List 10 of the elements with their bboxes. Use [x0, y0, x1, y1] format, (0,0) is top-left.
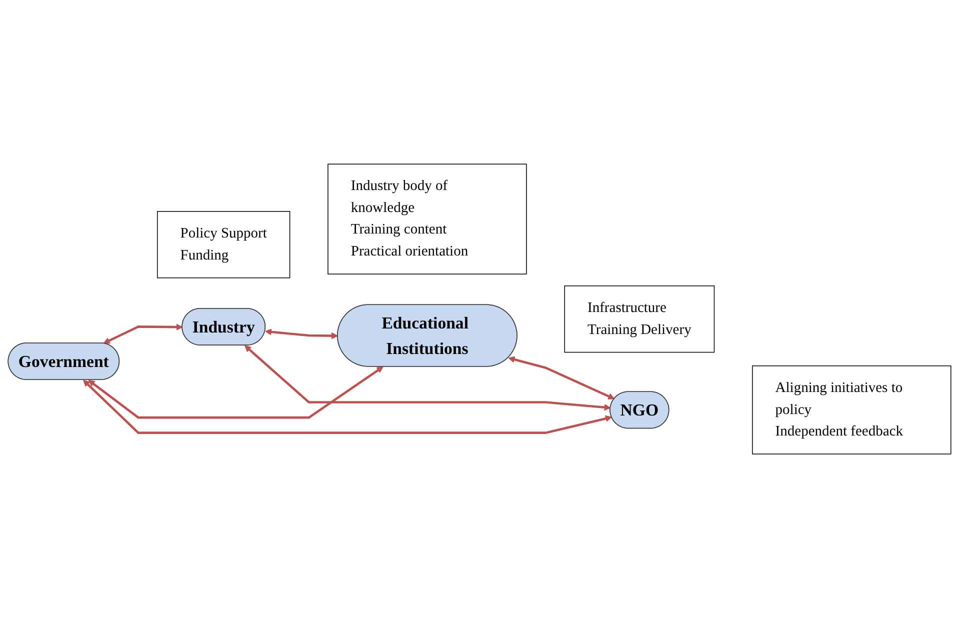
- arrow: [103, 324, 183, 344]
- node-box: Aligning initiatives to policy Independent feedback: [752, 366, 952, 455]
- arrow: [88, 366, 384, 420]
- node-box: Policy Support Funding: [156, 212, 290, 279]
- arrow: [265, 329, 338, 340]
- node-box: Infrastructure Training Delivery: [564, 286, 715, 354]
- arrow: [244, 346, 611, 412]
- arrow: [508, 356, 615, 400]
- node-box: Industry body of knowledge Training content Practical orientation: [328, 164, 527, 275]
- arrow: [83, 380, 612, 434]
